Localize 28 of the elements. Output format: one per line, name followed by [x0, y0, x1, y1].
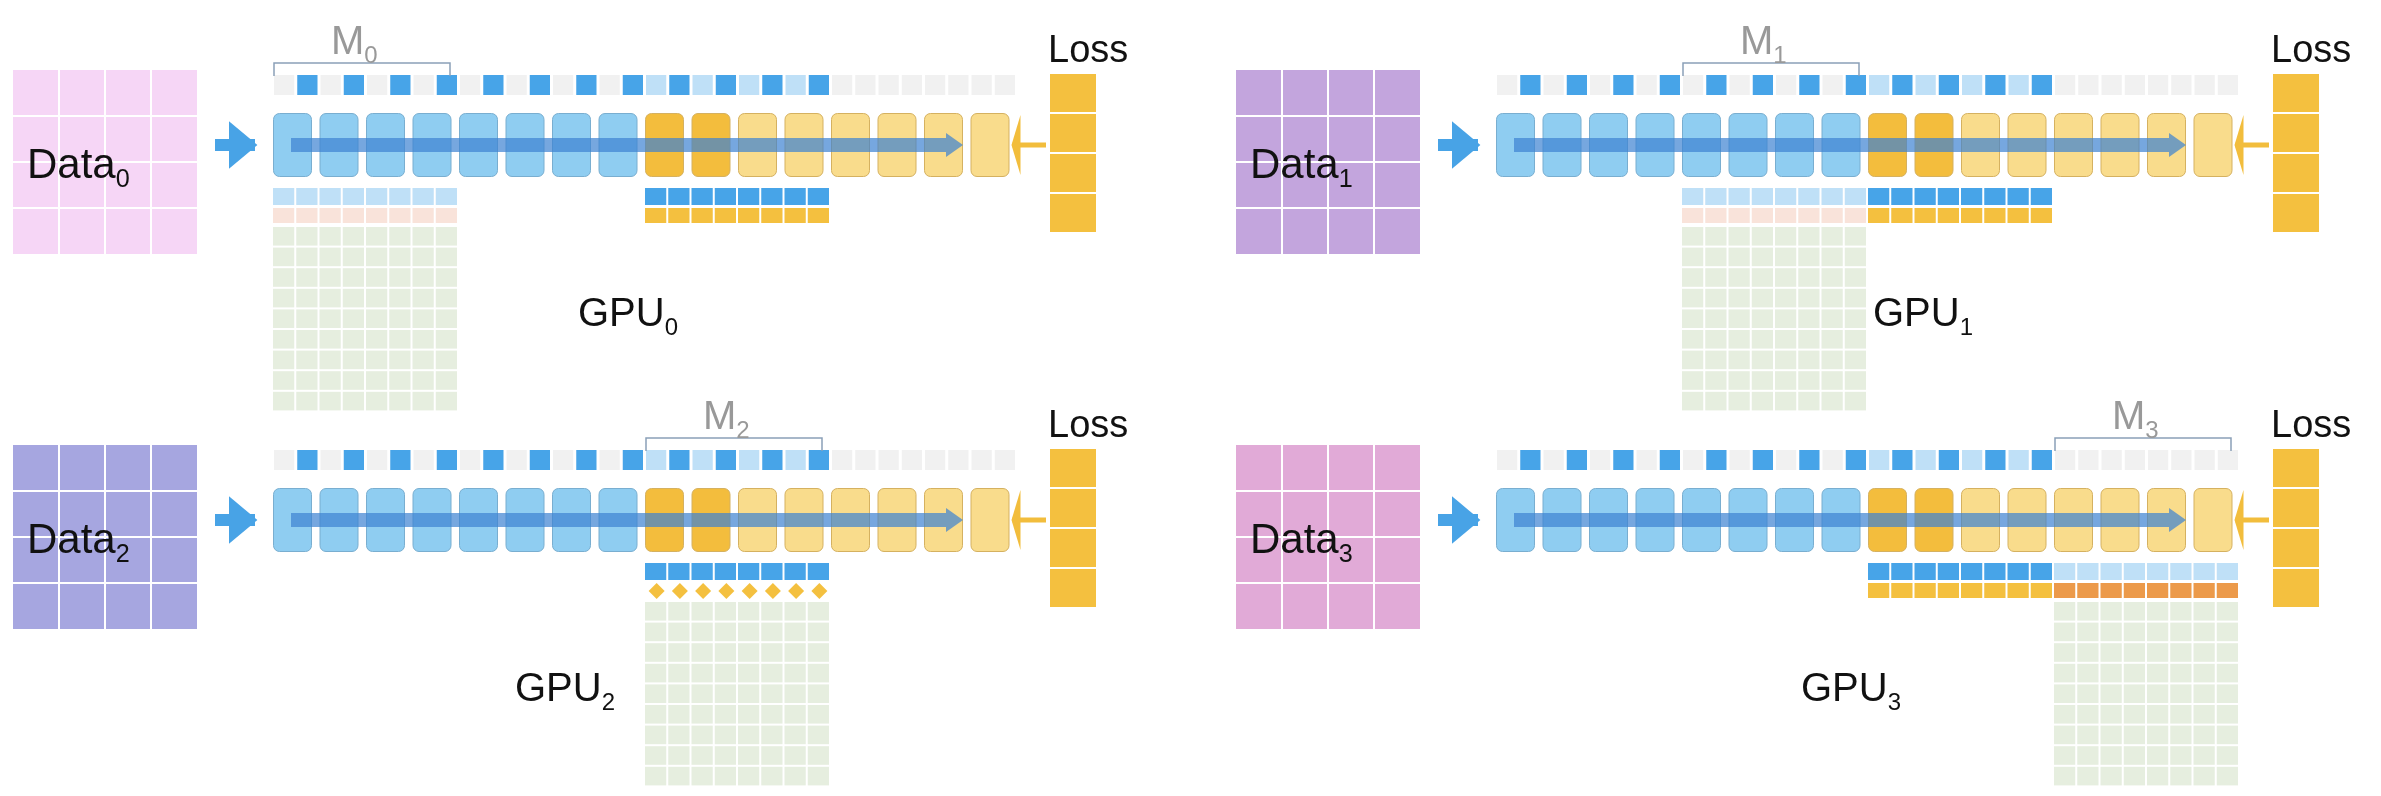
gpu-label: GPU$_{1}$ — [1873, 290, 1974, 341]
data-label: Data$_{0}$ — [27, 140, 130, 194]
shard-label: M$_{2}$ — [703, 393, 750, 444]
data-block — [13, 70, 197, 254]
data-label: Data$_{1}$ — [1250, 140, 1353, 194]
gpu-label: GPU$_{0}$ — [578, 290, 679, 341]
loss-label: Loss — [2271, 403, 2352, 446]
arrow — [215, 121, 258, 169]
gpu-label: GPU$_{3}$ — [1801, 665, 1902, 716]
shard-label: M$_{3}$ — [2112, 393, 2159, 444]
arrow — [2234, 115, 2269, 175]
arrow — [1011, 115, 1046, 175]
arrow — [1438, 496, 1481, 544]
data-label: Data$_{3}$ — [1250, 515, 1353, 569]
arrow — [1438, 121, 1481, 169]
data-block — [1236, 445, 1420, 629]
data-label: Data$_{2}$ — [27, 515, 130, 569]
arrow — [215, 496, 258, 544]
data-block — [1236, 70, 1420, 254]
shard-label: M$_{0}$ — [331, 18, 378, 69]
loss-label: Loss — [1048, 403, 1129, 446]
loss-label: Loss — [2271, 28, 2352, 71]
arrow — [1011, 490, 1046, 550]
shard-label: M$_{1}$ — [1740, 18, 1787, 69]
loss-label: Loss — [1048, 28, 1129, 71]
data-block — [13, 445, 197, 629]
arrow — [2234, 490, 2269, 550]
gpu-label: GPU$_{2}$ — [515, 665, 616, 716]
